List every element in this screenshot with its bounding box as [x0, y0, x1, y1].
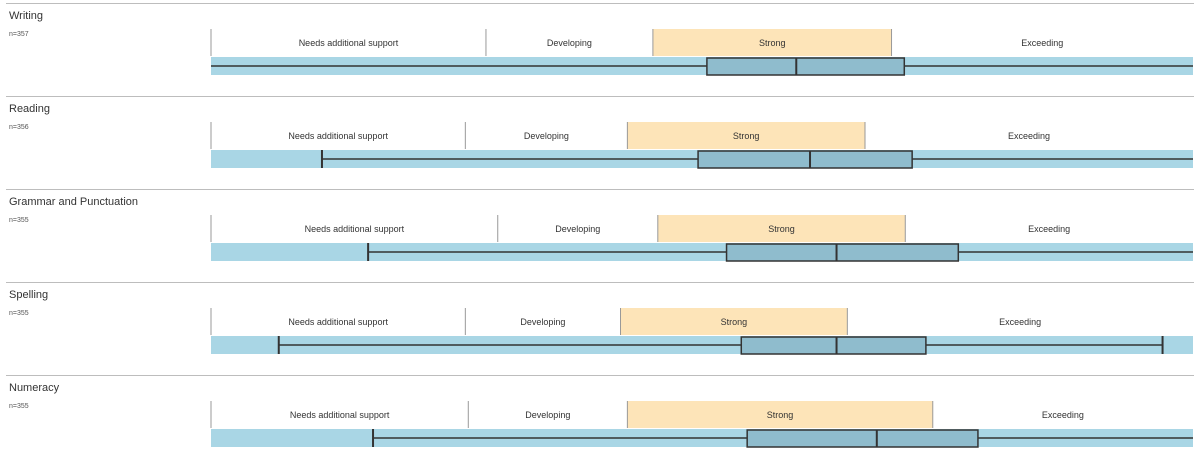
band-label: Strong: [767, 410, 794, 420]
band-label: Exceeding: [1042, 410, 1084, 420]
subject-title: Writing: [9, 10, 44, 22]
boxplot-svg: Needs additional support Developing Strong…: [210, 215, 1193, 262]
boxplot-svg: Needs additional support Developing Strong…: [210, 29, 1193, 76]
sample-size-label: n=356: [9, 124, 29, 131]
band-label: Needs additional support: [305, 224, 405, 234]
sample-size-label: n=355: [9, 310, 29, 317]
boxplot-svg: Needs additional support Developing Strong…: [210, 308, 1193, 355]
boxplot-svg: Needs additional support Developing Strong…: [210, 122, 1193, 169]
band-label: Strong: [733, 131, 760, 141]
interquartile-box: [697, 150, 913, 169]
subject-title: Numeracy: [9, 382, 60, 394]
interquartile-box: [725, 243, 960, 262]
strong-band-highlight: [620, 308, 848, 335]
band-label: Developing: [555, 224, 600, 234]
sample-size-label: n=357: [9, 31, 29, 38]
band-label: Developing: [525, 410, 570, 420]
band-label: Exceeding: [1021, 38, 1063, 48]
band-label: Strong: [759, 38, 786, 48]
band-label: Exceeding: [1028, 224, 1070, 234]
strong-band-highlight: [627, 122, 866, 149]
band-label: Strong: [768, 224, 795, 234]
band-label: Strong: [721, 317, 748, 327]
band-label: Developing: [520, 317, 565, 327]
boxplot-svg: Needs additional support Developing Strong…: [210, 401, 1193, 448]
panel-separator: [6, 282, 1194, 283]
sample-size-label: n=355: [9, 403, 29, 410]
panel-separator: [6, 96, 1194, 97]
panel-separator: [6, 375, 1194, 376]
band-label: Developing: [524, 131, 569, 141]
band-label: Needs additional support: [288, 317, 388, 327]
panel-separator: [6, 3, 1194, 4]
subject-title: Grammar and Punctuation: [9, 196, 139, 208]
band-label: Needs additional support: [290, 410, 390, 420]
interquartile-box: [740, 336, 927, 355]
band-label: Exceeding: [1008, 131, 1050, 141]
band-label: Needs additional support: [288, 131, 388, 141]
band-label: Developing: [547, 38, 592, 48]
interquartile-box: [746, 429, 979, 448]
subject-title: Spelling: [9, 289, 49, 301]
strong-band-highlight: [627, 401, 933, 428]
band-label: Exceeding: [999, 317, 1041, 327]
band-label: Needs additional support: [299, 38, 399, 48]
sample-size-label: n=355: [9, 217, 29, 224]
strong-band-highlight: [652, 29, 892, 56]
subject-title: Reading: [9, 103, 50, 115]
strong-band-highlight: [657, 215, 906, 242]
interquartile-box: [706, 57, 906, 76]
panel-separator: [6, 189, 1194, 190]
